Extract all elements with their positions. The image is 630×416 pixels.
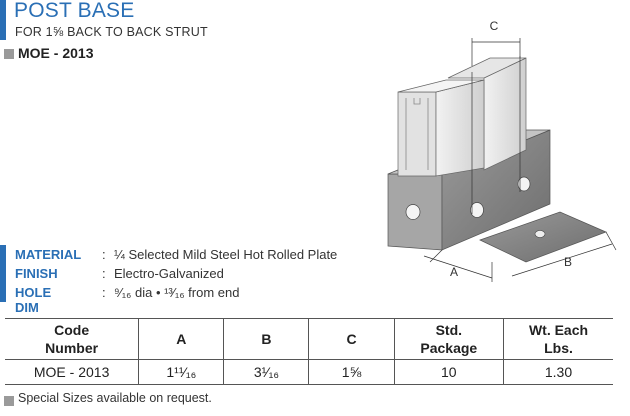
bracket-hole-icon xyxy=(517,176,531,192)
spec-label: FINISH xyxy=(15,266,58,281)
part-number: MOE - 2013 xyxy=(18,45,94,61)
page-title: POST BASE xyxy=(14,0,135,22)
footer-note: Special Sizes available on request. xyxy=(18,391,212,405)
cell-a: 1¹¹⁄₁₆ xyxy=(138,359,224,385)
tab-hole-icon xyxy=(534,230,546,238)
spec-colon: : xyxy=(102,285,106,300)
spec-value: ⁹⁄₁₆ dia • ¹³⁄₁₆ from end xyxy=(114,285,240,300)
spec-colon: : xyxy=(102,266,106,281)
spec-colon: : xyxy=(102,247,106,262)
cell-weight: 1.30 xyxy=(503,359,613,385)
title-accent-bar xyxy=(0,0,6,40)
bullet-square-icon xyxy=(4,396,14,406)
bracket-hole-icon xyxy=(405,204,421,220)
specs-accent-bar xyxy=(0,245,6,302)
dim-b-line xyxy=(511,243,613,277)
spec-label: HOLE DIM xyxy=(15,285,52,315)
spec-label: MATERIAL xyxy=(15,247,82,262)
strut-channel-lip xyxy=(405,98,429,170)
spec-value: Electro-Galvanized xyxy=(114,266,224,281)
dim-a-extension xyxy=(429,249,443,263)
cell-c: 1⅝ xyxy=(308,359,395,385)
bullet-square-icon xyxy=(4,49,14,59)
page-subtitle: FOR 1⅝ BACK TO BACK STRUT xyxy=(15,25,208,39)
front-strut-side xyxy=(397,91,437,177)
dim-c-label: C xyxy=(490,19,499,33)
front-strut-top xyxy=(397,79,485,93)
spec-value: ¼ Selected Mild Steel Hot Rolled Plate xyxy=(114,247,338,262)
dim-a-line xyxy=(423,255,493,279)
bracket-hole-icon xyxy=(470,202,484,218)
cell-b: 3¹⁄₁₆ xyxy=(223,359,309,385)
cell-code-number: MOE - 2013 xyxy=(5,359,139,385)
header-b: B xyxy=(223,318,309,360)
dim-b-label: B xyxy=(564,255,572,269)
cell-std-package: 10 xyxy=(393,359,504,385)
front-strut-face xyxy=(435,79,485,177)
dim-b-extension xyxy=(605,231,617,251)
header-std-package: Std.Package xyxy=(393,318,504,360)
header-c: C xyxy=(308,318,395,360)
dim-a-label: A xyxy=(450,265,458,279)
post-base-drawing: C A B xyxy=(387,19,617,282)
header-a: A xyxy=(138,318,224,360)
table-row: MOE - 2013 1¹¹⁄₁₆ 3¹⁄₁₆ 1⅝ 10 1.30 xyxy=(5,359,613,385)
